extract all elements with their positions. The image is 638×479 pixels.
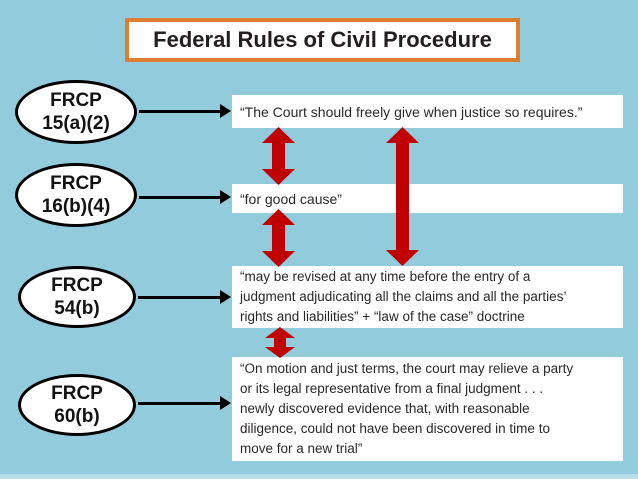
page-title: Federal Rules of Civil Procedure xyxy=(153,27,492,52)
node-frcp-54b-label-line1: FRCP xyxy=(51,274,103,296)
node-frcp-16b4-label-line1: FRCP xyxy=(50,172,102,194)
connector-arrow-15a2 xyxy=(139,104,231,118)
node-frcp-15a2-label-line2: 15(a)(2) xyxy=(42,113,110,134)
quote-box-frcp-54b: “may be revised at any time before the e… xyxy=(232,266,623,328)
connector-arrow-54b xyxy=(138,290,231,304)
title-box: Federal Rules of Civil Procedure xyxy=(125,18,520,62)
node-frcp-16b4: FRCP 16(b)(4) xyxy=(15,163,137,227)
arrowhead-right-icon xyxy=(220,396,231,410)
double-arrow-54b-60b-icon xyxy=(265,327,295,358)
node-frcp-60b-label-line1: FRCP xyxy=(51,382,103,404)
double-arrow-15a2-16b4-icon xyxy=(262,127,295,185)
arrowhead-right-icon xyxy=(220,190,231,204)
quote-box-frcp-15a2: “The Court should freely give when justi… xyxy=(232,95,623,128)
connector-line xyxy=(138,401,222,405)
node-frcp-15a2-label-line1: FRCP xyxy=(50,89,102,111)
arrowhead-right-icon xyxy=(220,290,231,304)
connector-arrow-60b xyxy=(138,396,231,410)
quote-text-frcp-60b: “On motion and just terms, the court may… xyxy=(240,361,574,456)
node-frcp-54b: FRCP 54(b) xyxy=(18,266,136,328)
node-frcp-16b4-label-line2: 16(b)(4) xyxy=(41,196,111,217)
node-frcp-60b-label-line2: 60(b) xyxy=(54,406,100,427)
arrowhead-right-icon xyxy=(220,104,231,118)
quote-text-frcp-16b4: “for good cause” xyxy=(240,190,342,207)
double-arrow-16b4-54b-icon xyxy=(262,209,295,267)
connector-arrow-16b4 xyxy=(139,190,231,204)
quote-text-frcp-15a2: “The Court should freely give when justi… xyxy=(240,103,583,120)
quote-text-frcp-54b: “may be revised at any time before the e… xyxy=(240,269,567,324)
node-frcp-15a2: FRCP 15(a)(2) xyxy=(15,80,137,144)
connector-line xyxy=(138,295,222,299)
double-arrow-15a2-54b-icon xyxy=(386,127,419,266)
quote-box-frcp-60b: “On motion and just terms, the court may… xyxy=(232,357,623,461)
connector-line xyxy=(139,195,222,199)
slide-bottom-edge xyxy=(0,474,638,479)
node-frcp-60b: FRCP 60(b) xyxy=(18,374,136,436)
connector-line xyxy=(139,109,222,113)
quote-box-frcp-16b4: “for good cause” xyxy=(232,184,623,213)
node-frcp-54b-label-line2: 54(b) xyxy=(54,298,100,319)
